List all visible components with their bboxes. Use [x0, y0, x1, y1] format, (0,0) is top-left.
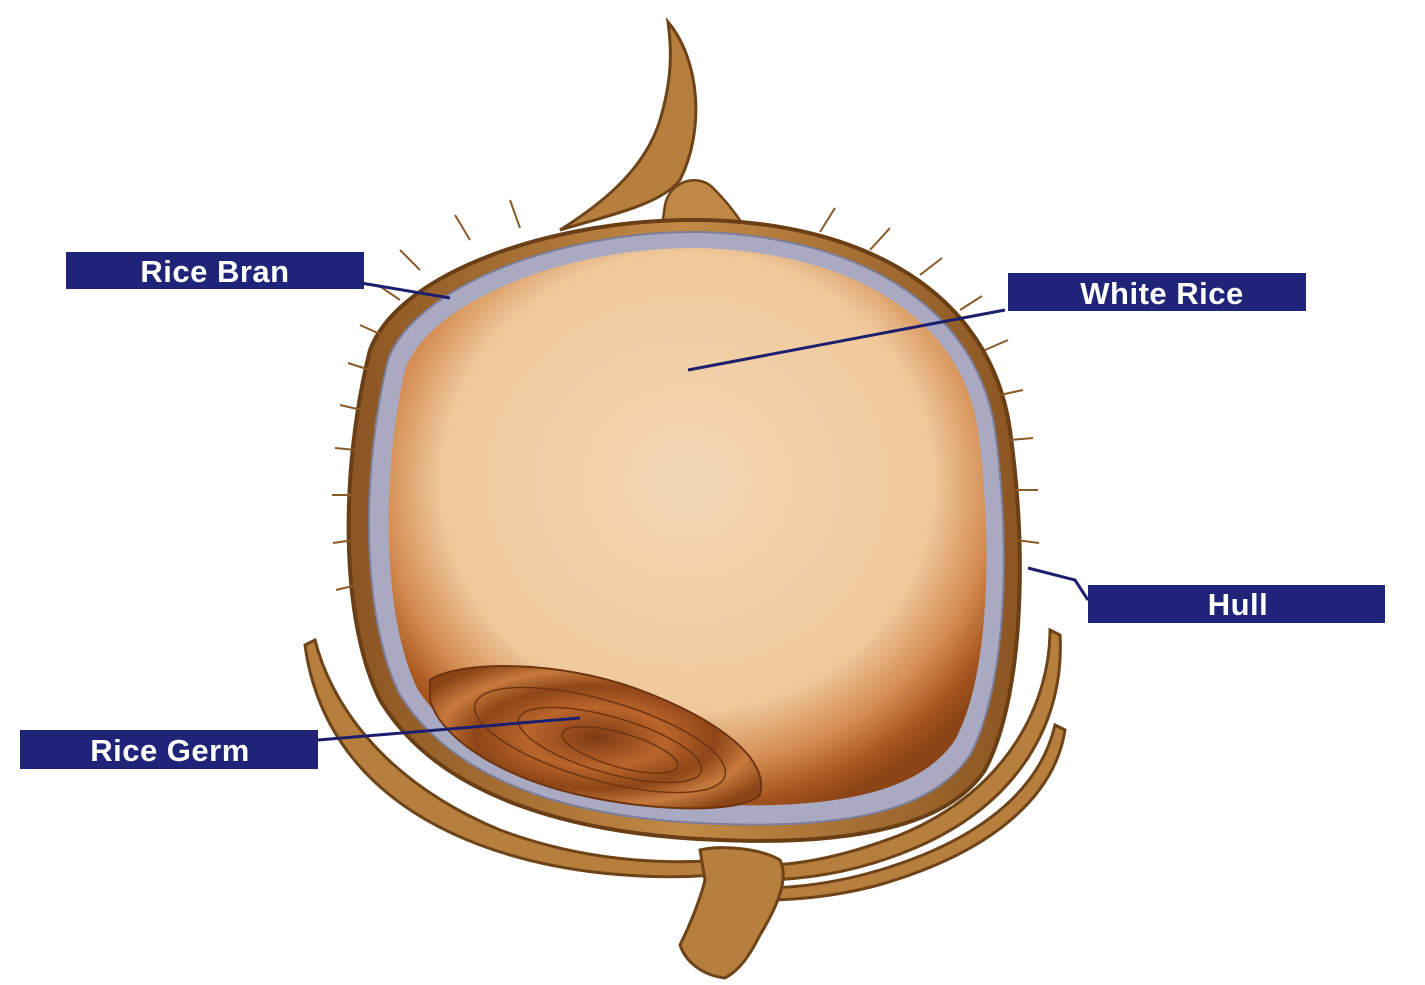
label-white-rice: White Rice [1008, 273, 1306, 311]
label-white-rice-text: White Rice [1080, 276, 1243, 311]
label-hull: Hull [1088, 585, 1385, 623]
label-hull-text: Hull [1208, 587, 1269, 622]
label-rice-bran: Rice Bran [66, 252, 364, 289]
label-rice-germ: Rice Germ [20, 730, 318, 769]
label-rice-germ-text: Rice Germ [90, 733, 250, 768]
label-rice-bran-text: Rice Bran [140, 254, 289, 289]
leader-hull [1028, 568, 1088, 600]
